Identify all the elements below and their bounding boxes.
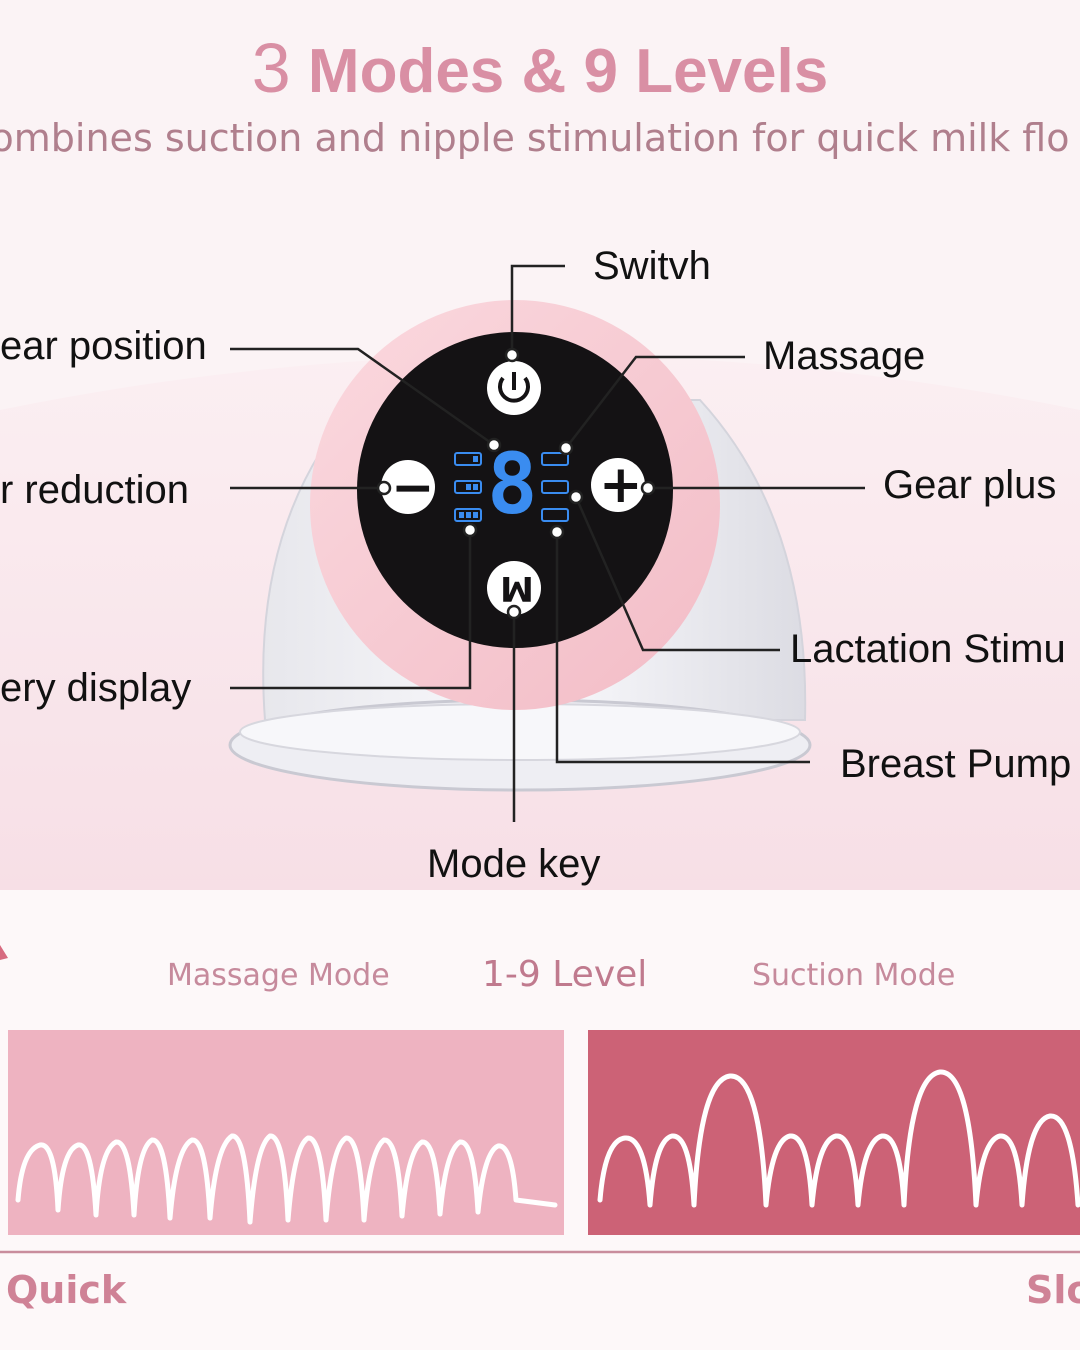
- level-digit: 8: [487, 435, 538, 533]
- suction-waveform: [597, 1069, 1080, 1208]
- minus-button: [381, 460, 435, 514]
- mode-icons: [541, 452, 569, 522]
- callout-gear-position: ear position: [0, 324, 207, 368]
- callout-battery-display: ery display: [0, 666, 192, 710]
- plus-glyph[interactable]: +: [599, 455, 643, 515]
- minus-glyph[interactable]: −: [391, 458, 435, 518]
- callout-massage: Massage: [763, 334, 926, 378]
- callout-switch: Switvh: [593, 244, 711, 288]
- plus-button: [591, 458, 645, 512]
- level-label: 1-9 Level: [482, 954, 648, 995]
- massage-mode-label: Massage Mode: [167, 958, 390, 993]
- battery-icons: [454, 452, 482, 522]
- title-number: 3: [251, 29, 291, 107]
- leader-lines: [230, 264, 865, 822]
- callout-breast-pump: Breast Pump: [840, 742, 1072, 786]
- massage-waveform: [15, 1133, 558, 1225]
- suction-mode-label: Suction Mode: [752, 958, 956, 993]
- callout-lactation: Lactation Stimu: [790, 627, 1066, 671]
- callout-gear-reduction: r reduction: [0, 468, 189, 512]
- callout-mode-key: Mode key: [427, 842, 601, 886]
- leader-dots: [376, 347, 656, 620]
- mode-button: [487, 561, 541, 615]
- callout-gear-plus: Gear plus: [883, 463, 1057, 507]
- left-accent: [0, 945, 8, 960]
- page-title: 3 Modes & 9 Levels: [0, 28, 1080, 108]
- mode-glyph[interactable]: M: [500, 568, 534, 608]
- power-icon: [498, 376, 530, 403]
- title-text: Modes & 9 Levels: [307, 37, 829, 106]
- quick-label: Quick: [6, 1268, 127, 1312]
- slow-label: Slo: [1026, 1268, 1080, 1312]
- page-subtitle: ombines suction and nipple stimulation f…: [0, 116, 1070, 160]
- suction-wave-panel: [588, 1030, 1080, 1235]
